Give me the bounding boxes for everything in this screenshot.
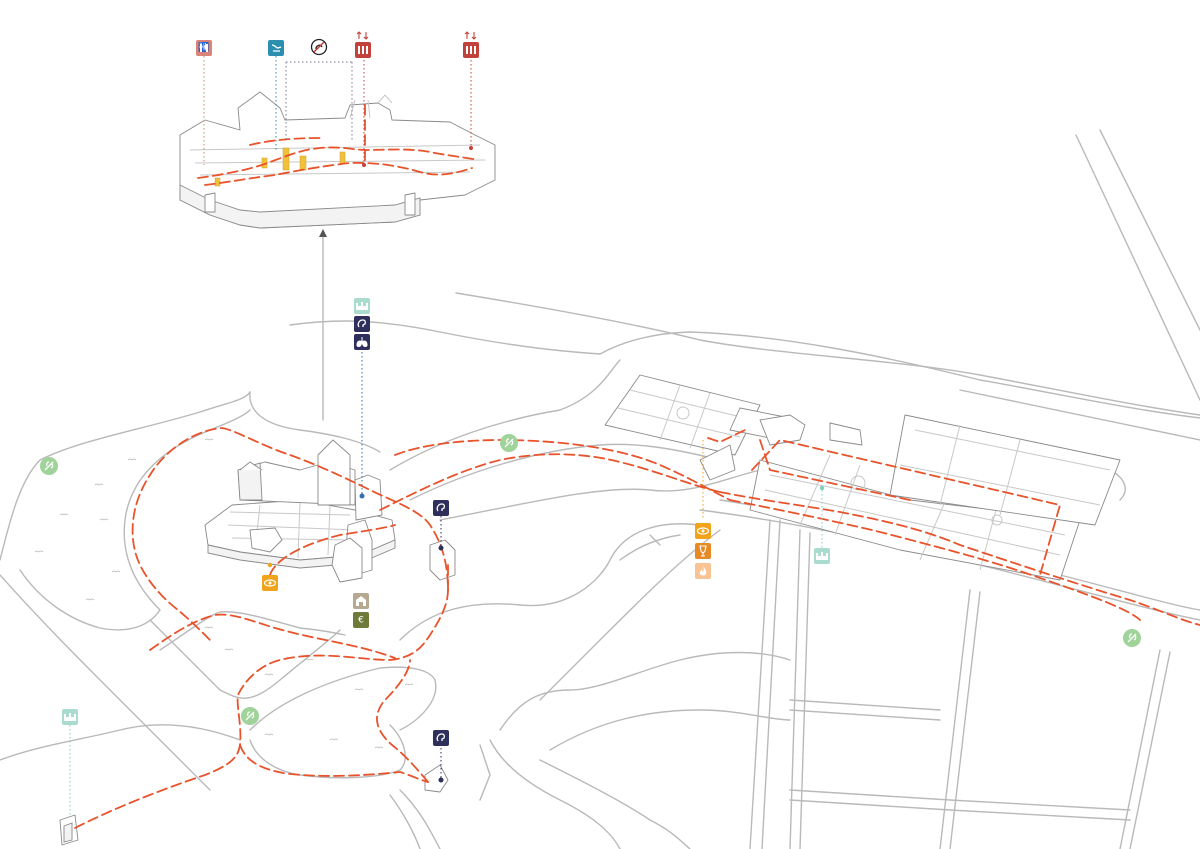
- guided-tour-icon[interactable]: [268, 40, 284, 56]
- heritage-icon[interactable]: [814, 548, 830, 564]
- nature-icon[interactable]: [241, 707, 259, 725]
- toilets-icon[interactable]: 🚻: [196, 40, 212, 56]
- fire-icon[interactable]: [695, 563, 711, 579]
- formal-garden: [604, 374, 1121, 581]
- svg-text:🚻: 🚻: [198, 41, 209, 53]
- elevator-icon[interactable]: [355, 31, 371, 58]
- audioguide-icon[interactable]: [354, 316, 370, 332]
- food-icon[interactable]: [695, 543, 711, 559]
- elevator-icon-2[interactable]: [463, 31, 479, 58]
- heritage-icon[interactable]: [354, 298, 370, 314]
- entrance-gate[interactable]: [59, 814, 79, 846]
- lungs-icon[interactable]: [354, 334, 370, 350]
- south-lodge[interactable]: [424, 764, 449, 793]
- audioguide-icon[interactable]: [433, 730, 449, 746]
- heritage-icon[interactable]: [62, 709, 78, 725]
- shop-icon[interactable]: [353, 593, 369, 609]
- marker-leaders: [69, 56, 823, 815]
- viewpoint-icon[interactable]: [262, 575, 278, 591]
- audioguide-icon[interactable]: [433, 500, 449, 516]
- castle-building[interactable]: [204, 439, 396, 583]
- marker-anchors: [267, 146, 825, 783]
- viewpoint-icon[interactable]: [695, 523, 711, 539]
- euro-icon[interactable]: €: [353, 612, 369, 628]
- grass-marks: [34, 438, 414, 749]
- nature-icon[interactable]: [1123, 629, 1141, 647]
- nature-icon[interactable]: [500, 434, 518, 452]
- castle-cutaway-inset: [179, 91, 496, 421]
- no-dogs-icon[interactable]: [310, 38, 328, 56]
- svg-text:€: €: [358, 616, 364, 626]
- nature-icon[interactable]: [40, 457, 58, 475]
